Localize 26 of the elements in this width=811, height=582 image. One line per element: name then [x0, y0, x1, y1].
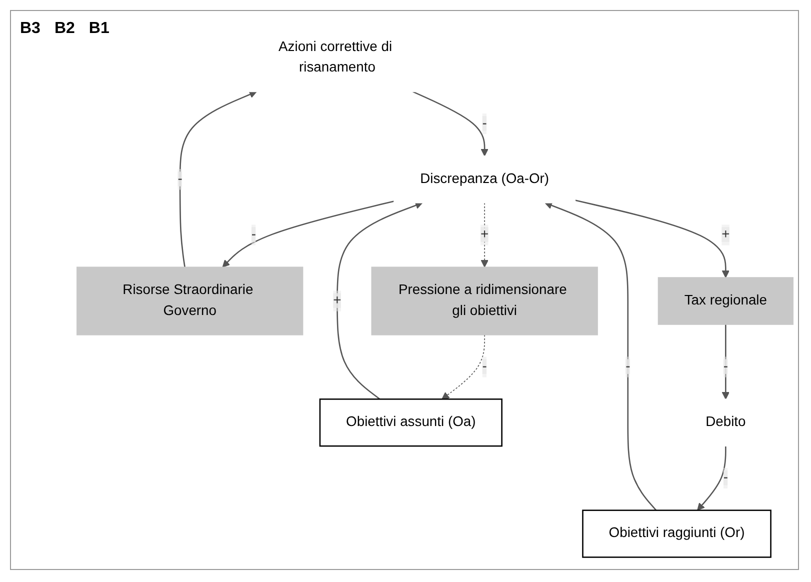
- edge-label: +: [722, 228, 730, 242]
- arrow: [697, 446, 726, 512]
- loop-label: B3: [20, 20, 40, 38]
- arrow: [336, 202, 423, 400]
- node-box: Obiettivi raggiunti (Or): [582, 510, 772, 558]
- node-text: Debito: [706, 415, 746, 430]
- edge-label: -: [482, 116, 487, 132]
- edge-label: -: [626, 360, 630, 374]
- edge-label: +: [480, 228, 489, 242]
- edge-label: -: [723, 470, 728, 486]
- edge-label: +: [333, 294, 342, 308]
- node-box: Obiettivi assunti (Oa): [319, 398, 502, 448]
- edge-label: -: [723, 360, 728, 374]
- edge-label: -: [178, 172, 182, 187]
- edge-label: -: [251, 228, 256, 242]
- node-text: Discrepanza (Oa-Or): [420, 172, 550, 187]
- arrow: [544, 202, 657, 512]
- loop-label: B2: [54, 20, 75, 38]
- arrow: [222, 201, 394, 268]
- node-box: Risorse Straordinarie Governo: [76, 267, 304, 336]
- arrow: [442, 334, 486, 400]
- edge-label: -: [482, 360, 487, 374]
- node-box: Pressione a ridimensionare gli obiettivi: [371, 267, 598, 336]
- node-text: Azioni correttive di risanamento: [278, 40, 392, 76]
- node-box: Tax regionale: [658, 278, 794, 326]
- loop-label: B1: [88, 20, 110, 38]
